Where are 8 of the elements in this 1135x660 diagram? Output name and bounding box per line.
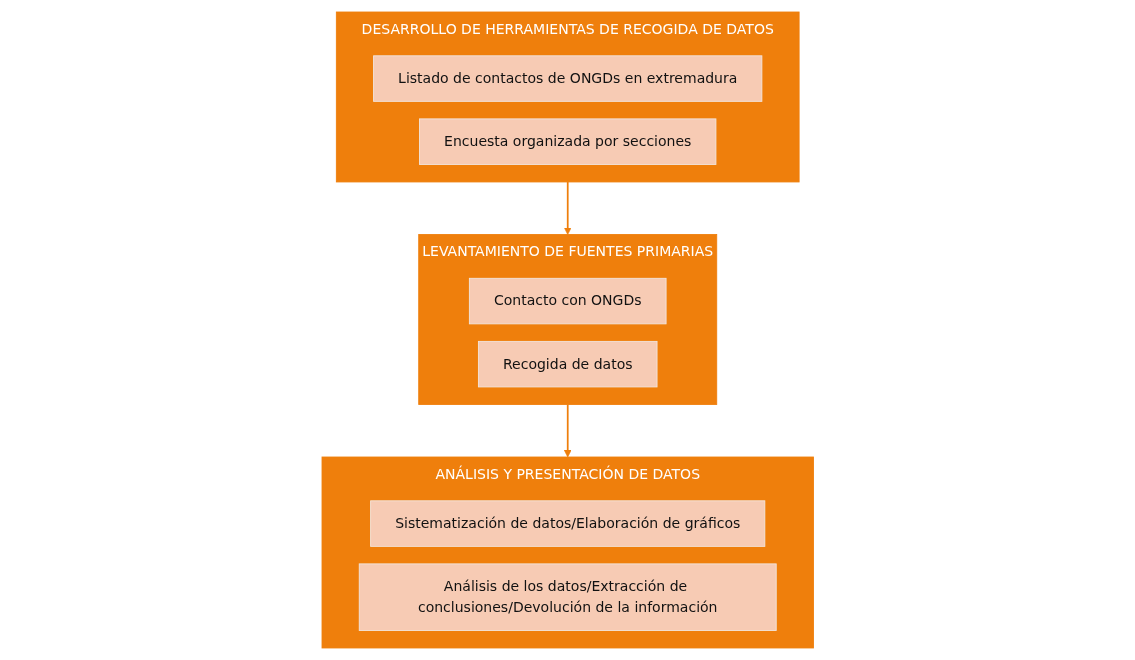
node-box: Análisis de los datos/Extracción de conclusiones/Devolución de la información <box>358 563 777 631</box>
arrow <box>563 403 572 458</box>
node-box: Contacto con ONGDs <box>468 277 667 325</box>
arrow <box>563 181 572 235</box>
node-box: Recogida de datos <box>477 340 658 388</box>
node-box: Sistematización de datos/Elaboración de gráficos <box>369 500 766 547</box>
node-box: Listado de contactos de ONGDs en extremadura <box>372 55 763 102</box>
node-box: Encuesta organizada por secciones <box>418 118 717 165</box>
